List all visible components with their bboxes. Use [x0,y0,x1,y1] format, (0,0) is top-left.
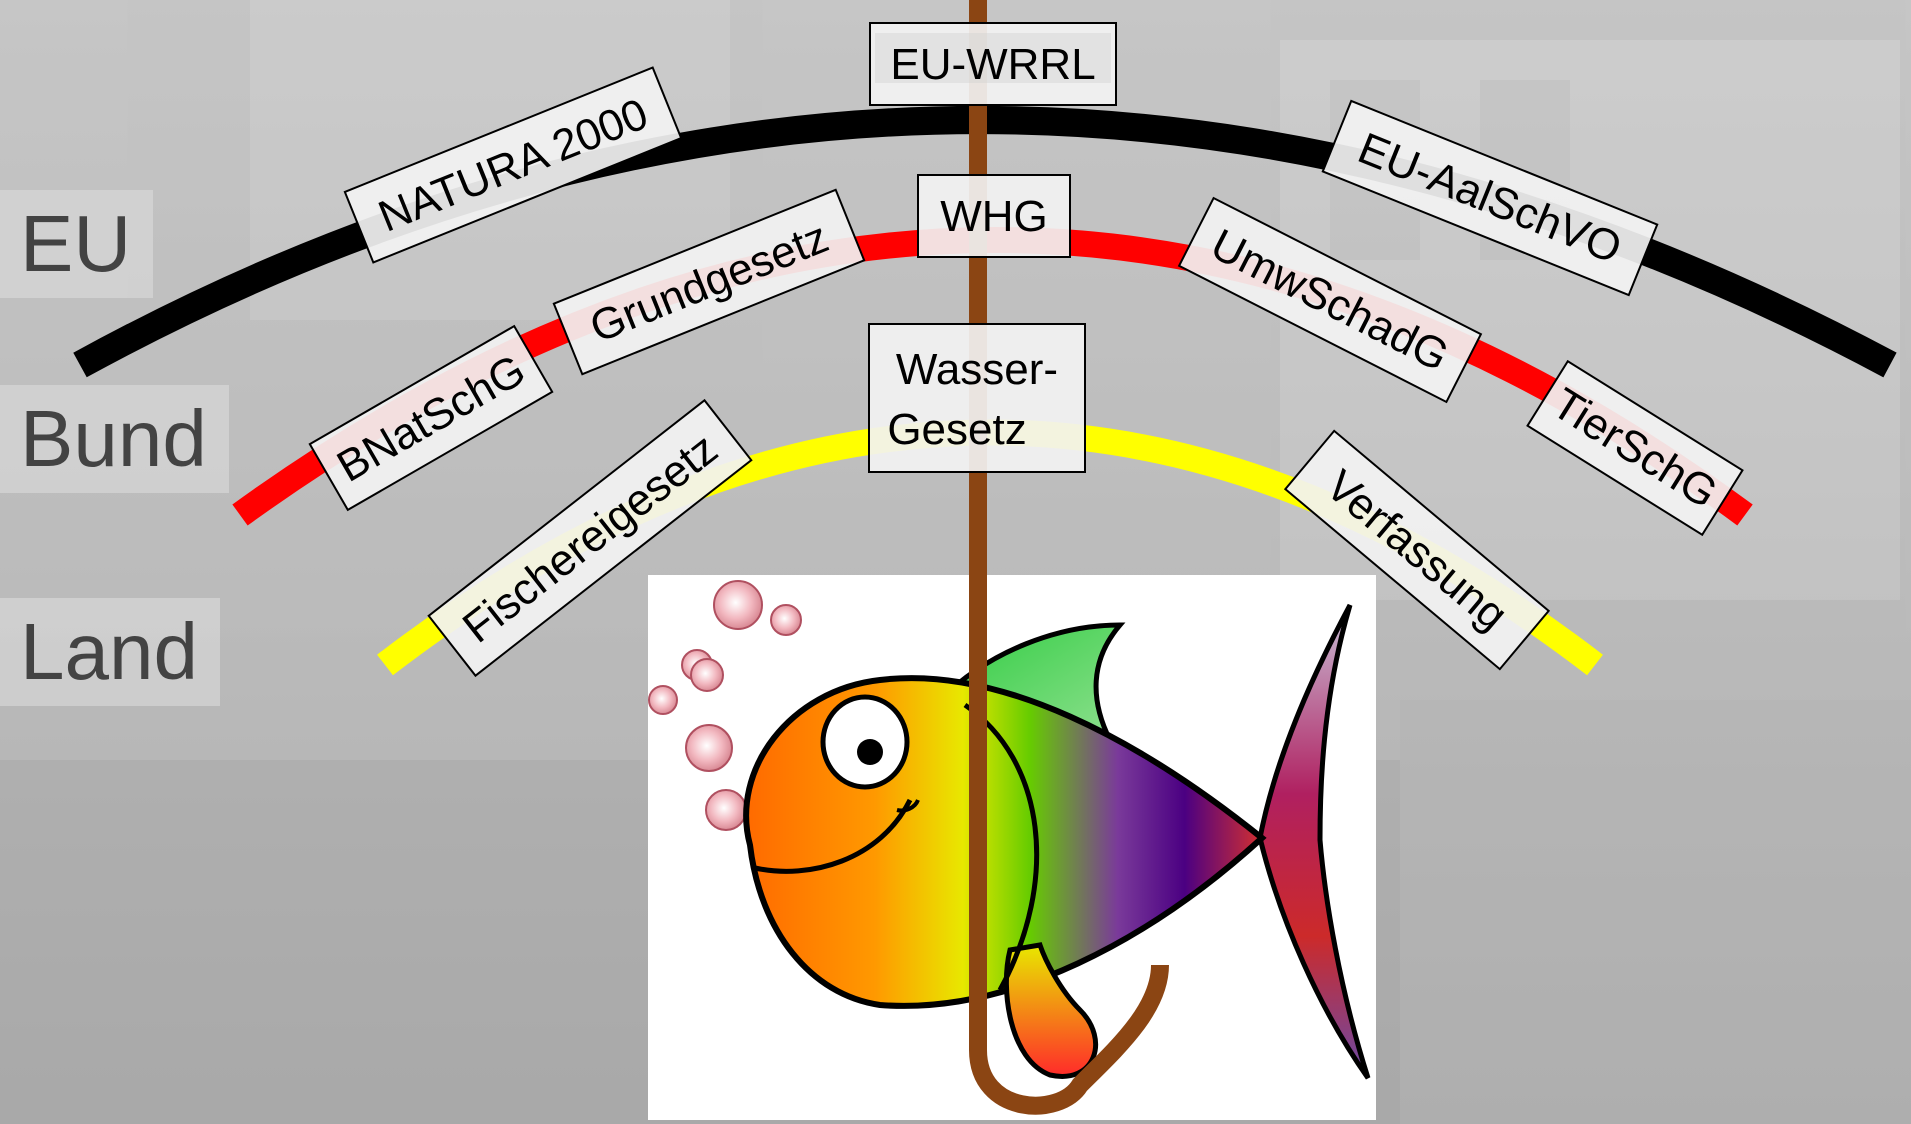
fish-illustration [648,575,1376,1120]
law-label-text-line1: Wasser- [896,345,1058,394]
law-label-wasser-gesetz: Wasser- Gesetz [869,324,1085,472]
law-label-text: WHG [940,192,1048,241]
law-label-text: EU-WRRL [890,40,1095,89]
law-label-text-line2: Gesetz [887,405,1026,454]
fish-eye-icon [823,697,907,787]
law-label-whg: WHG [918,175,1070,257]
law-label-eu-wrrl: EU-WRRL [870,23,1116,105]
